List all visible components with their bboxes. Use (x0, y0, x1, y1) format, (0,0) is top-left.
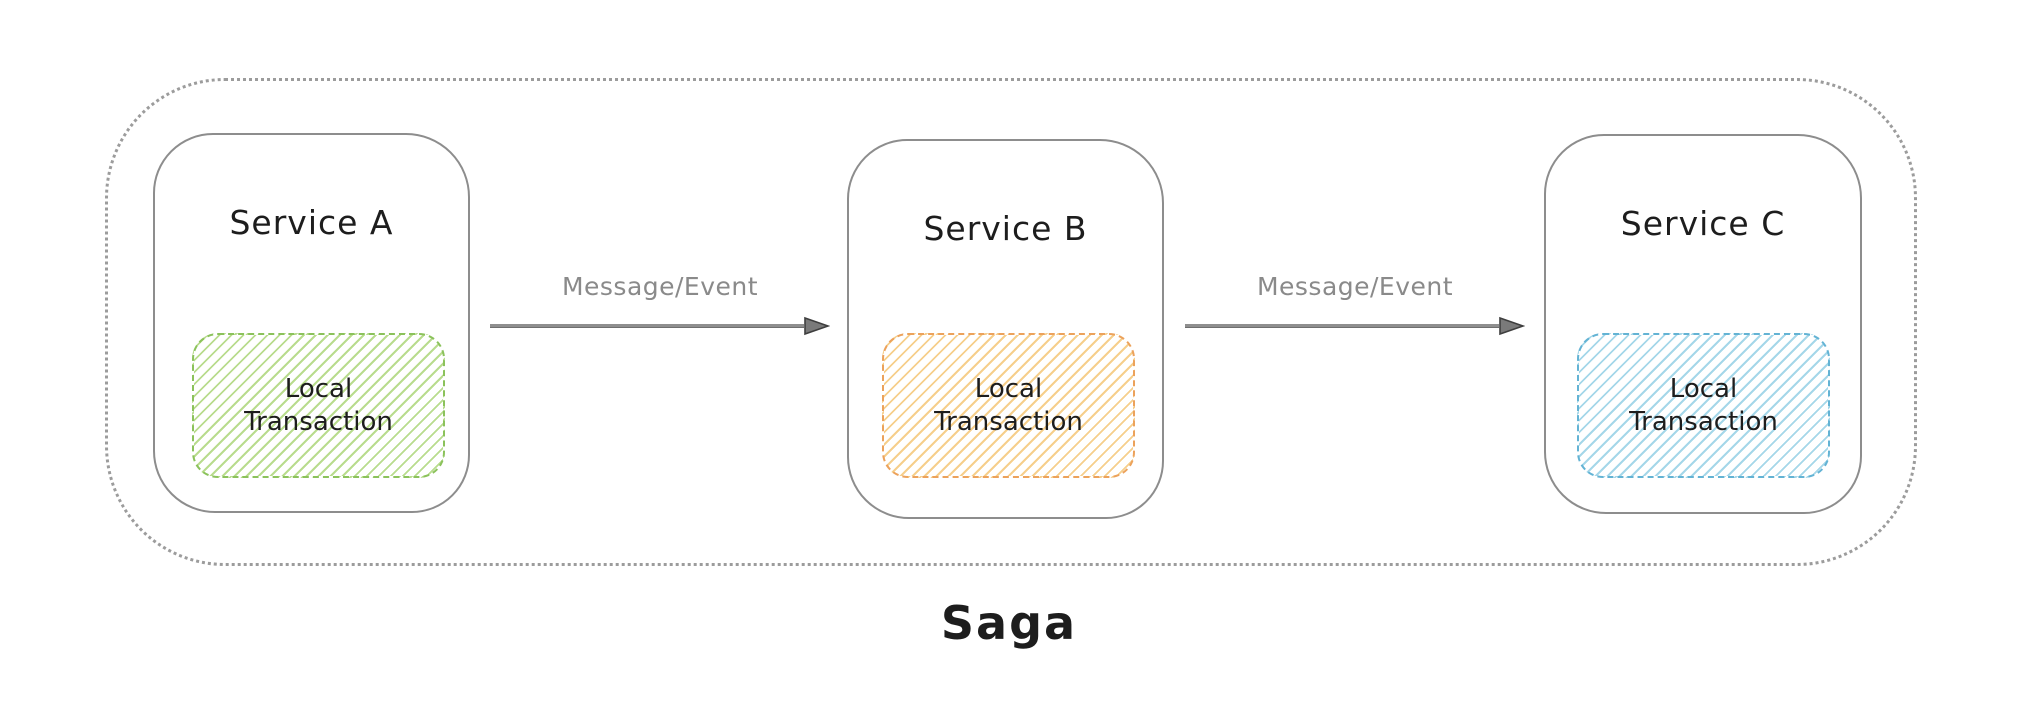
arrow-1-label: Message/Event (561, 272, 759, 301)
service-b-title: Service B (923, 209, 1088, 248)
service-c-local-transaction-box: Local Transaction (1577, 333, 1830, 478)
service-a-local-transaction-box: Local Transaction (192, 333, 445, 478)
arrow-1-shaft (490, 324, 804, 328)
saga-caption: Saga (940, 596, 1078, 650)
saga-boundary-box (105, 78, 1917, 566)
arrow-1-head-icon (804, 316, 830, 336)
service-c-title: Service C (1620, 204, 1786, 243)
arrow-2 (1185, 316, 1525, 336)
service-b-local-transaction-box: Local Transaction (882, 333, 1135, 478)
service-c-local-transaction-label: Local Transaction (1629, 374, 1778, 437)
arrow-2-shaft (1185, 324, 1499, 328)
arrow-2-label: Message/Event (1256, 272, 1454, 301)
arrow-2-head-icon (1499, 316, 1525, 336)
arrow-1 (490, 316, 830, 336)
service-b-local-transaction-label: Local Transaction (934, 374, 1083, 437)
service-a-title: Service A (229, 203, 394, 242)
service-a-local-transaction-label: Local Transaction (244, 374, 393, 437)
